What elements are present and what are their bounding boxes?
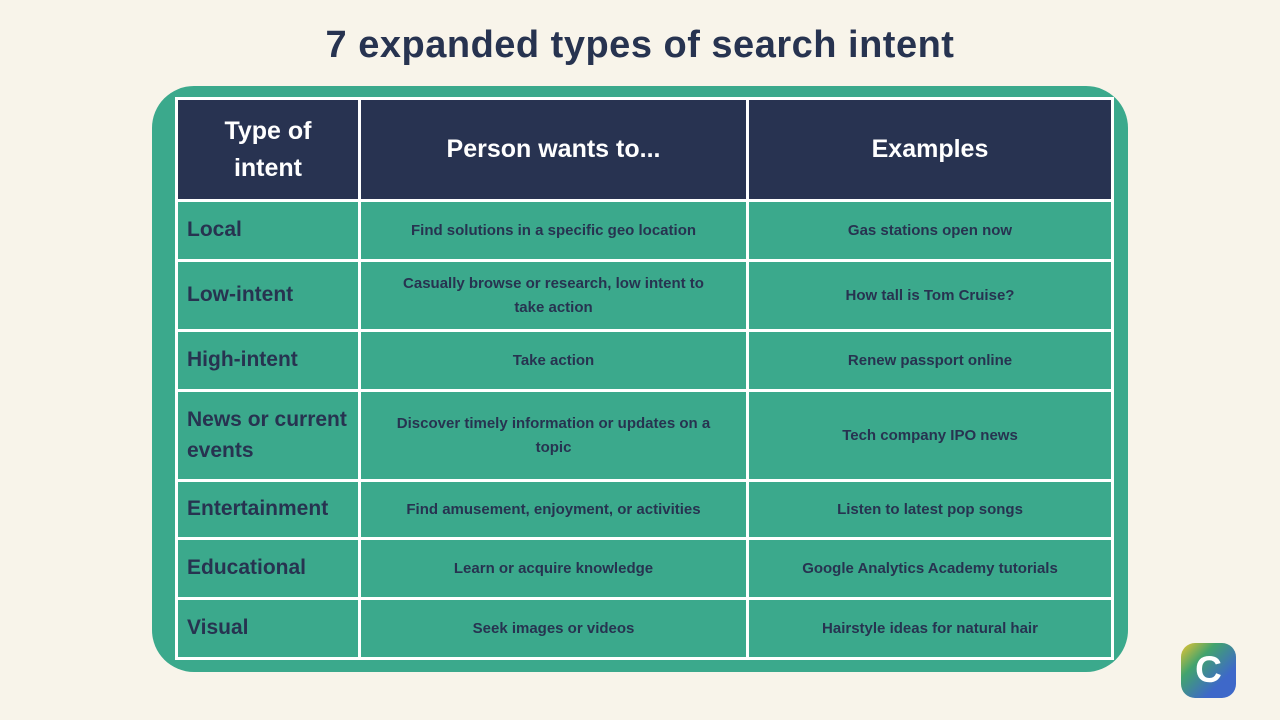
table-body: Local Find solutions in a specific geo l… xyxy=(175,199,1114,660)
table-row: Entertainment Find amusement, enjoyment,… xyxy=(175,479,1114,540)
table-row: News or current events Discover timely i… xyxy=(175,389,1114,482)
intent-type-cell: News or current events xyxy=(175,389,361,482)
table-row: Low-intent Casually browse or research, … xyxy=(175,259,1114,332)
example-cell: Gas stations open now xyxy=(746,199,1114,262)
intent-type-cell: Low-intent xyxy=(175,259,361,332)
header-person-wants-to: Person wants to... xyxy=(358,97,749,202)
wants-cell: Learn or acquire knowledge xyxy=(358,537,749,600)
logo-letter: C xyxy=(1195,648,1222,690)
intent-type-cell: High-intent xyxy=(175,329,361,392)
table-row: Educational Learn or acquire knowledge G… xyxy=(175,537,1114,600)
example-cell: Listen to latest pop songs xyxy=(746,479,1114,540)
page-title: 7 expanded types of search intent xyxy=(325,24,955,66)
header-examples: Examples xyxy=(746,97,1114,202)
example-cell: Hairstyle ideas for natural hair xyxy=(746,597,1114,660)
example-cell: Renew passport online xyxy=(746,329,1114,392)
intent-type-cell: Educational xyxy=(175,537,361,600)
wants-cell: Seek images or videos xyxy=(358,597,749,660)
example-cell: Tech company IPO news xyxy=(746,389,1114,482)
example-cell: How tall is Tom Cruise? xyxy=(746,259,1114,332)
table-row: Local Find solutions in a specific geo l… xyxy=(175,199,1114,262)
header-row: Type of intent Person wants to... Exampl… xyxy=(175,97,1114,202)
wants-cell: Find solutions in a specific geo locatio… xyxy=(358,199,749,262)
wants-cell: Find amusement, enjoyment, or activities xyxy=(358,479,749,540)
table-panel: Type of intent Person wants to... Exampl… xyxy=(152,86,1128,672)
intent-type-cell: Visual xyxy=(175,597,361,660)
intent-type-cell: Entertainment xyxy=(175,479,361,540)
search-intent-table: Type of intent Person wants to... Exampl… xyxy=(175,97,1114,660)
conductor-logo: C xyxy=(1181,643,1236,698)
intent-type-cell: Local xyxy=(175,199,361,262)
wants-cell: Discover timely information or updates o… xyxy=(358,389,749,482)
table-row: Visual Seek images or videos Hairstyle i… xyxy=(175,597,1114,660)
table-row: High-intent Take action Renew passport o… xyxy=(175,329,1114,392)
header-type-of-intent: Type of intent xyxy=(175,97,361,202)
wants-cell: Casually browse or research, low intent … xyxy=(358,259,749,332)
wants-cell: Take action xyxy=(358,329,749,392)
example-cell: Google Analytics Academy tutorials xyxy=(746,537,1114,600)
